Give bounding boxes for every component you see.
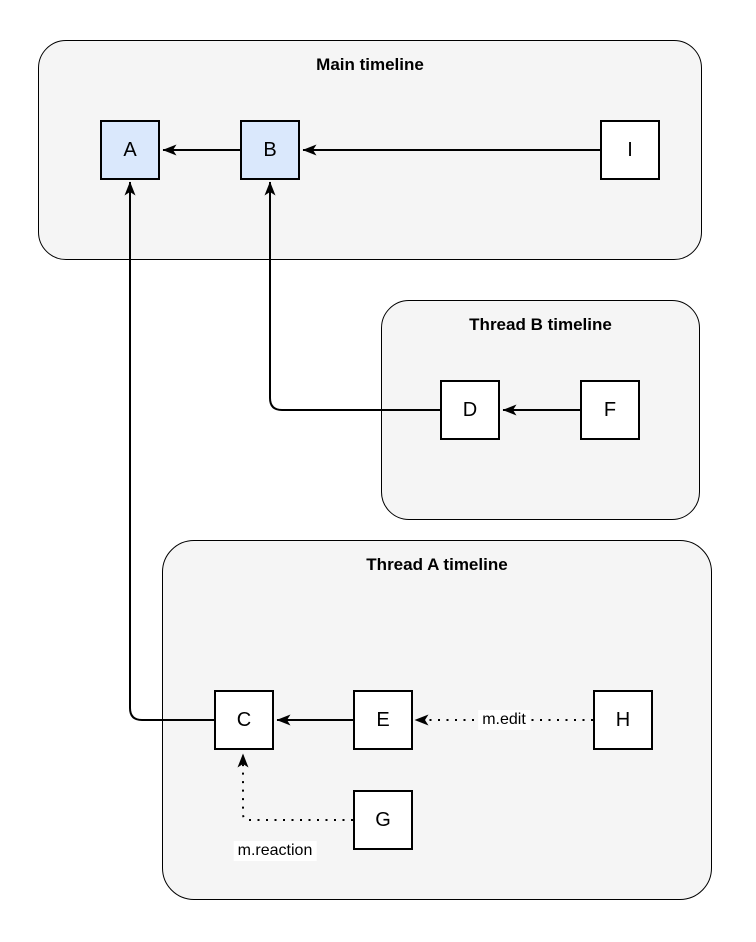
container-thread-b-timeline-title: Thread B timeline: [469, 315, 612, 334]
event-node-f: F: [580, 380, 640, 440]
event-node-label-c: C: [236, 708, 252, 731]
container-thread-a-timeline-title: Thread A timeline: [366, 555, 508, 574]
event-node-b: B: [240, 120, 300, 180]
event-node-label-b: B: [263, 138, 277, 161]
event-node-c: C: [214, 690, 274, 750]
event-node-i: I: [600, 120, 660, 180]
edge-label-m-edit: m.edit: [478, 710, 530, 730]
container-thread-b-timeline: Thread B timeline: [381, 300, 700, 520]
event-node-label-h: H: [615, 708, 631, 731]
event-node-a: A: [100, 120, 160, 180]
event-node-label-i: I: [627, 138, 633, 161]
event-node-e: E: [353, 690, 413, 750]
event-node-label-e: E: [376, 708, 390, 731]
event-node-label-a: A: [123, 138, 137, 161]
event-node-d: D: [440, 380, 500, 440]
edge-label-m-reaction: m.reaction: [233, 841, 317, 861]
event-node-label-g: G: [375, 808, 391, 831]
container-main-timeline-title: Main timeline: [316, 55, 424, 74]
event-node-h: H: [593, 690, 653, 750]
event-node-g: G: [353, 790, 413, 850]
event-node-label-d: D: [462, 398, 478, 421]
event-node-label-f: F: [603, 398, 617, 421]
